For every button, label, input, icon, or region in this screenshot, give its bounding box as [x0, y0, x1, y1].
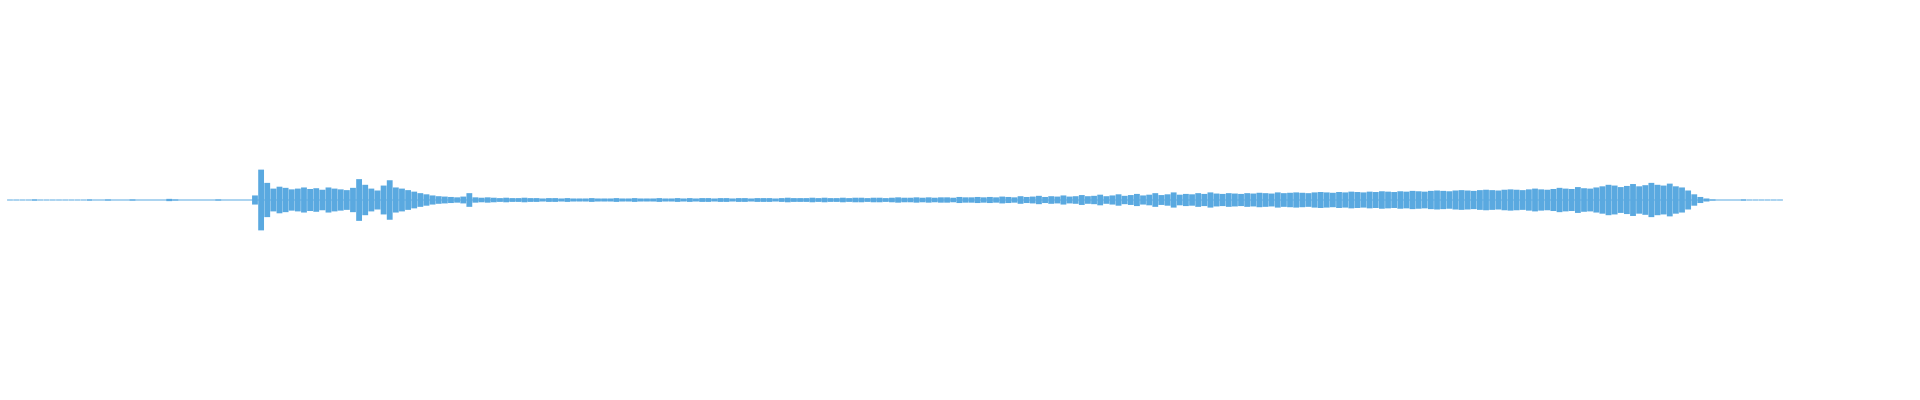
waveform-display [7, 169, 1783, 231]
